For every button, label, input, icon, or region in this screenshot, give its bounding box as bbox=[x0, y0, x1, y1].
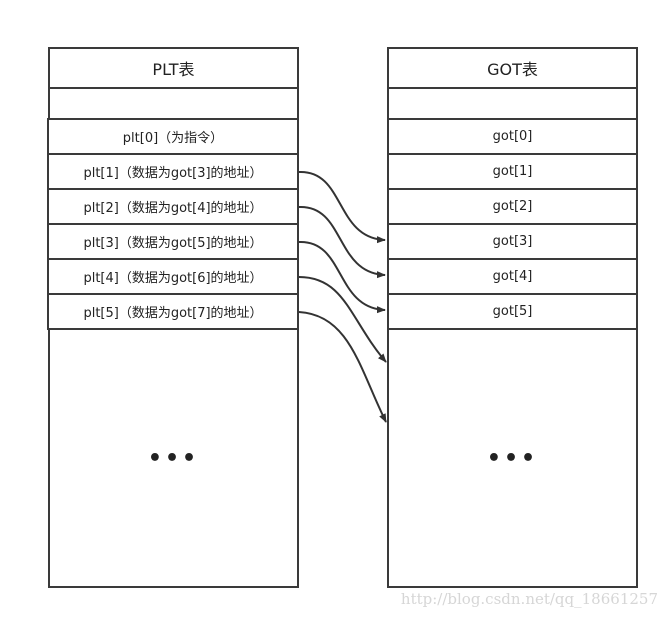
plt-row-5: plt[5]（数据为got[7]的地址） bbox=[47, 293, 299, 330]
plt-ellipsis-area: ••• bbox=[48, 328, 299, 588]
got-row-0: got[0] bbox=[387, 118, 638, 155]
got-row-1: got[1] bbox=[387, 153, 638, 190]
plt-table-title: PLT表 bbox=[48, 47, 299, 89]
arrow-plt2-to-got4 bbox=[298, 205, 386, 279]
arrow-plt3-to-got5 bbox=[298, 240, 386, 314]
plt-ellipsis: ••• bbox=[147, 445, 200, 471]
plt-row-0: plt[0]（为指令） bbox=[47, 118, 299, 155]
watermark: http://blog.csdn.net/qq_18661257 bbox=[400, 590, 658, 608]
got-row-3: got[3] bbox=[387, 223, 638, 260]
got-ellipsis-area: ••• bbox=[387, 328, 638, 588]
got-ellipsis: ••• bbox=[486, 445, 539, 471]
arrow-plt4-to-got6 bbox=[298, 276, 387, 363]
plt-row-4: plt[4]（数据为got[6]的地址） bbox=[47, 258, 299, 295]
arrow-plt1-to-got3 bbox=[298, 170, 386, 244]
arrow-plt5-to-got7 bbox=[298, 311, 387, 423]
